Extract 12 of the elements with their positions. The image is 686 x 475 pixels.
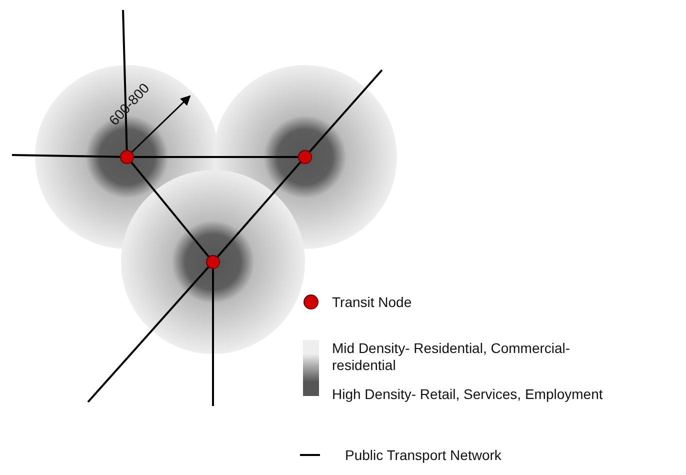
legend-text: Mid Density- Residential, Commercial-residential xyxy=(332,340,572,374)
legend-text: Public Transport Network xyxy=(345,447,502,464)
transport-line xyxy=(134,156,298,158)
transport-line xyxy=(130,162,210,258)
transport-line xyxy=(212,269,214,406)
legend-text: Transit Node xyxy=(332,294,412,311)
transport-line xyxy=(308,69,383,152)
transport-line xyxy=(12,154,120,158)
transport-line xyxy=(122,10,128,150)
transport-line xyxy=(87,266,210,403)
transport-line xyxy=(216,162,302,258)
legend-text: High Density- Retail, Services, Employment xyxy=(332,386,604,403)
